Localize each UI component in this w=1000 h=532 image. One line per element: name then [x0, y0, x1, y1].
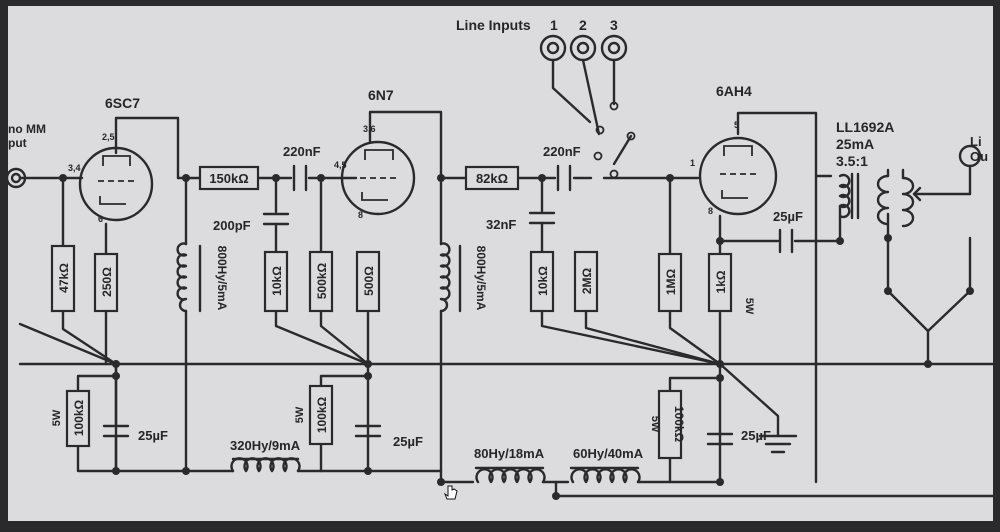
v1-pin-cathode: 6: [98, 214, 103, 224]
resistor-47k: 47kΩ: [50, 244, 76, 313]
svg-text:320Hy/9mA: 320Hy/9mA: [230, 438, 301, 453]
wiring: [18, 110, 993, 498]
choke-320hy: 320Hy/9mA: [230, 438, 301, 473]
svg-text:47kΩ: 47kΩ: [57, 263, 71, 293]
svg-text:LL1692A: LL1692A: [836, 119, 894, 135]
jack-2: [569, 34, 597, 62]
svg-text:82kΩ: 82kΩ: [476, 171, 508, 186]
v3-pin-cathode: 8: [708, 206, 713, 216]
svg-text:25µF: 25µF: [741, 428, 771, 443]
svg-text:80Hy/18mA: 80Hy/18mA: [474, 446, 545, 461]
resistor-10k-2: 10kΩ: [529, 250, 555, 313]
svg-text:5W: 5W: [294, 406, 306, 423]
svg-text:25µF: 25µF: [393, 434, 423, 449]
svg-text:10kΩ: 10kΩ: [536, 266, 550, 296]
resistor-250: 250Ω: [93, 252, 119, 313]
input-label-3: 3: [610, 17, 618, 33]
resistor-82k: 82kΩ: [464, 165, 520, 191]
svg-text:220nF: 220nF: [283, 144, 321, 159]
svg-text:25µF: 25µF: [773, 209, 803, 224]
tube-v1: 6SC7 2,5 3,4 6: [68, 95, 154, 224]
svg-text:800Hy/5mA: 800Hy/5mA: [215, 246, 229, 311]
svg-text:25mA: 25mA: [836, 136, 874, 152]
svg-text:100kΩ: 100kΩ: [672, 406, 686, 443]
cathode-resistor-100k-2: 100kΩ 5W: [294, 384, 334, 446]
svg-text:32nF: 32nF: [486, 217, 516, 232]
junction-dots: [59, 174, 974, 500]
svg-text:220nF: 220nF: [543, 144, 581, 159]
capacitor-25uf-1: 25µF: [102, 362, 168, 473]
capacitor-25uf-output: 25µF: [773, 209, 803, 254]
inductor-800hy-1: 800Hy/5mA: [176, 242, 229, 313]
capacitor-200pf: 200pF: [213, 212, 290, 233]
jack-3: [600, 34, 628, 62]
svg-text:200pF: 200pF: [213, 218, 251, 233]
svg-text:1kΩ: 1kΩ: [714, 270, 728, 293]
hand-pointer-icon: [443, 485, 458, 500]
v3-pin-grid: 1: [690, 158, 695, 168]
choke-60hy: 60Hy/40mA: [569, 446, 644, 484]
resistor-2m: 2MΩ: [573, 250, 599, 313]
ground-symbol: [758, 434, 798, 454]
svg-text:1MΩ: 1MΩ: [664, 268, 678, 295]
line-inputs-title: Line Inputs: [456, 17, 531, 33]
input-label-1: 1: [550, 17, 558, 33]
line-input-selector: Line Inputs 1 2 3: [456, 17, 636, 179]
svg-text:500Ω: 500Ω: [362, 266, 376, 296]
capacitor-25uf-2: 25µF: [354, 424, 423, 449]
svg-text:500kΩ: 500kΩ: [315, 262, 329, 299]
svg-text:100kΩ: 100kΩ: [72, 399, 86, 436]
capacitor-32nf: 32nF: [486, 211, 556, 233]
svg-text:25µF: 25µF: [138, 428, 168, 443]
v3-type: 6AH4: [716, 83, 752, 99]
resistor-1m: 1MΩ: [657, 252, 683, 313]
choke-80hy: 80Hy/18mA: [474, 446, 546, 484]
svg-text:10kΩ: 10kΩ: [270, 266, 284, 296]
v2-type: 6N7: [368, 87, 394, 103]
jack-1: [539, 34, 567, 62]
v2-pin-plate: 3,6: [363, 124, 376, 134]
tube-v2: 6N7 3,6 4,5 8: [334, 87, 416, 220]
svg-text:800Hy/5mA: 800Hy/5mA: [474, 246, 488, 311]
v1-type: 6SC7: [105, 95, 140, 111]
v1-pin-plate: 2,5: [102, 132, 115, 142]
resistor-500k: 500kΩ: [308, 250, 334, 313]
resistor-1k-watt: 5W: [743, 298, 755, 315]
svg-text:60Hy/40mA: 60Hy/40mA: [573, 446, 644, 461]
svg-text:5W: 5W: [51, 409, 63, 426]
v1-pin-grid: 3,4: [68, 163, 81, 173]
svg-text:3.5:1: 3.5:1: [836, 153, 868, 169]
resistor-150k: 150kΩ: [198, 165, 260, 191]
svg-text:100kΩ: 100kΩ: [315, 396, 329, 433]
svg-text:2MΩ: 2MΩ: [580, 267, 594, 294]
v3-pin-plate: 5: [734, 120, 739, 130]
cathode-resistor-100k-3: 100kΩ 5W: [649, 389, 686, 460]
svg-text:250Ω: 250Ω: [100, 267, 114, 297]
svg-text:150kΩ: 150kΩ: [209, 171, 248, 186]
capacitor-220nf-1: 220nF: [283, 144, 321, 192]
v2-pin-cathode: 8: [358, 210, 363, 220]
resistor-1k: 1kΩ 5W: [707, 252, 755, 315]
resistor-10k-1: 10kΩ: [263, 250, 289, 313]
capacitor-25uf-3: 25µF: [706, 428, 771, 446]
capacitor-220nf-2: 220nF: [543, 144, 581, 192]
inductor-800hy-2: 800Hy/5mA: [439, 242, 488, 313]
resistor-500: 500Ω: [355, 250, 381, 313]
v2-pin-grid: 4,5: [334, 160, 347, 170]
svg-text:5W: 5W: [649, 416, 661, 433]
tube-v3: 6AH4 5 1 8: [690, 83, 778, 216]
input-label-2: 2: [579, 17, 587, 33]
cathode-resistor-100k-1: 100kΩ 5W: [51, 389, 91, 448]
